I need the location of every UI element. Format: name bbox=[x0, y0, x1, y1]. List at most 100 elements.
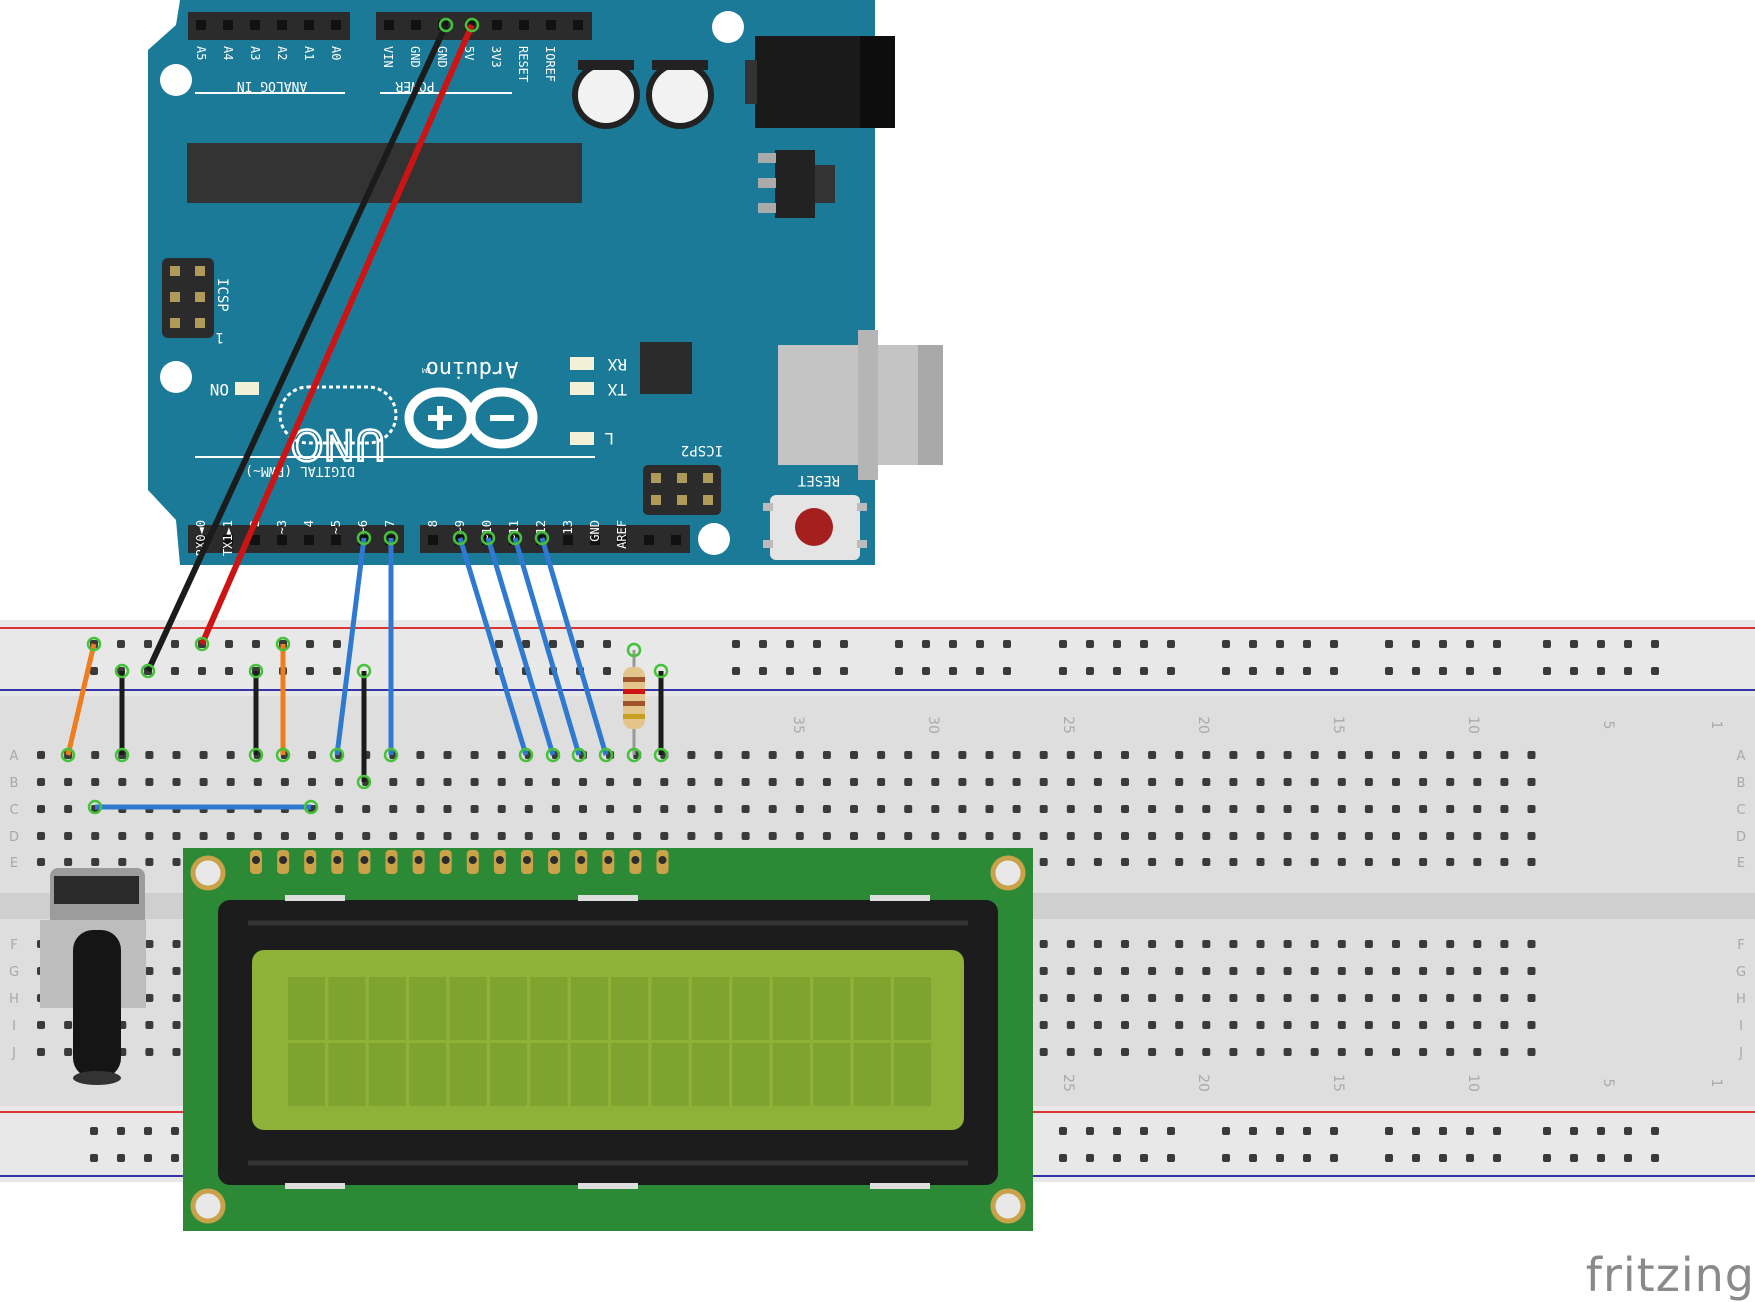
breadboard-hole bbox=[1229, 858, 1238, 866]
rail-hole bbox=[1651, 667, 1659, 675]
breadboard-hole bbox=[37, 778, 45, 786]
rail-hole bbox=[1167, 1127, 1175, 1135]
breadboard-hole bbox=[985, 751, 994, 759]
breadboard-hole bbox=[1473, 1021, 1482, 1029]
breadboard-hole bbox=[1148, 832, 1157, 840]
breadboard-hole bbox=[1446, 1048, 1455, 1056]
breadboard-hole bbox=[1310, 1048, 1319, 1056]
breadboard-hole bbox=[1121, 832, 1129, 840]
breadboard-hole bbox=[904, 805, 913, 813]
header-pin bbox=[411, 20, 421, 30]
breadboard-hole bbox=[1093, 832, 1102, 840]
analog-header bbox=[188, 12, 350, 40]
breadboard-hole bbox=[1283, 832, 1292, 840]
wire-end bbox=[626, 747, 642, 763]
breadboard-hole bbox=[714, 832, 723, 840]
rail-hole bbox=[1651, 1127, 1659, 1135]
row-letter: D bbox=[1736, 830, 1746, 845]
rail-hole bbox=[144, 1127, 152, 1135]
arduino-brand: Arduino bbox=[426, 356, 519, 381]
breadboard-hole bbox=[1337, 1021, 1346, 1029]
breadboard-hole bbox=[1148, 805, 1157, 813]
breadboard-hole bbox=[1256, 940, 1265, 948]
breadboard-hole bbox=[1012, 751, 1021, 759]
breadboard-hole bbox=[1066, 858, 1075, 866]
breadboard-hole bbox=[1012, 832, 1021, 840]
breadboard-hole bbox=[1256, 805, 1265, 813]
breadboard-hole bbox=[1039, 1021, 1048, 1029]
breadboard-hole bbox=[1229, 994, 1238, 1002]
breadboard-hole bbox=[1039, 994, 1048, 1002]
header-pin bbox=[428, 535, 438, 545]
breadboard-hole bbox=[904, 751, 913, 759]
rail-hole bbox=[732, 640, 740, 648]
breadboard-hole bbox=[497, 751, 506, 759]
breadboard-hole bbox=[389, 832, 398, 840]
rail-hole bbox=[603, 667, 611, 675]
breadboard-hole bbox=[1229, 832, 1238, 840]
wire-end bbox=[507, 530, 523, 546]
lcd-clip bbox=[870, 895, 930, 901]
breadboard-hole bbox=[687, 751, 696, 759]
breadboard-hole bbox=[1527, 751, 1536, 759]
rail-hole bbox=[117, 640, 125, 648]
breadboard-hole bbox=[362, 832, 371, 840]
row-letter: A bbox=[1737, 749, 1746, 764]
lcd-char-cell bbox=[853, 1043, 891, 1106]
breadboard-hole bbox=[1175, 967, 1184, 975]
breadboard-hole bbox=[1337, 967, 1346, 975]
breadboard-hole bbox=[253, 778, 262, 786]
breadboard-hole bbox=[1419, 967, 1428, 975]
rail-hole bbox=[603, 640, 611, 648]
breadboard-hole bbox=[416, 778, 425, 786]
breadboard-hole bbox=[1527, 967, 1536, 975]
breadboard-hole bbox=[1229, 940, 1238, 948]
breadboard-hole bbox=[1175, 1048, 1184, 1056]
wire-end bbox=[383, 747, 399, 763]
breadboard-hole bbox=[226, 832, 235, 840]
breadboard-hole bbox=[1175, 858, 1184, 866]
breadboard-hole bbox=[1419, 994, 1428, 1002]
breadboard-hole bbox=[1473, 751, 1482, 759]
breadboard-hole bbox=[1202, 751, 1211, 759]
rail-hole bbox=[1624, 667, 1632, 675]
breadboard-hole bbox=[1337, 805, 1346, 813]
breadboard-hole bbox=[1175, 805, 1184, 813]
pin-label: A0 bbox=[329, 46, 343, 60]
breadboard-hole bbox=[768, 805, 777, 813]
rail-hole bbox=[1276, 640, 1284, 648]
lcd-mount-hole bbox=[190, 855, 226, 891]
header-pin bbox=[671, 535, 681, 545]
rail-hole bbox=[1222, 1127, 1230, 1135]
rail-hole bbox=[1303, 640, 1311, 648]
wire-end bbox=[248, 747, 264, 763]
breadboard-hole bbox=[1012, 778, 1021, 786]
pin-label: TX1►1 bbox=[221, 520, 235, 556]
mount-hole bbox=[160, 361, 192, 393]
on-led bbox=[235, 382, 259, 395]
breadboard-hole bbox=[64, 1021, 73, 1029]
lcd-char-cell bbox=[772, 977, 810, 1040]
wire-end bbox=[356, 663, 372, 679]
rail-hole bbox=[1303, 1127, 1311, 1135]
lcd-char-cell bbox=[328, 1043, 366, 1106]
rail-hole bbox=[1570, 640, 1578, 648]
pin-label: A1 bbox=[302, 46, 316, 60]
breadboard-hole bbox=[1310, 994, 1319, 1002]
pin-label: 4 bbox=[302, 520, 316, 527]
pin-label: 7 bbox=[383, 520, 397, 527]
row-letter: C bbox=[1736, 803, 1745, 818]
breadboard-hole bbox=[172, 858, 181, 866]
row-letter: J bbox=[11, 1046, 16, 1061]
breadboard-hole bbox=[1364, 1021, 1373, 1029]
breadboard-hole bbox=[822, 805, 831, 813]
header-pin bbox=[590, 535, 600, 545]
breadboard-hole bbox=[1039, 751, 1048, 759]
rail-hole bbox=[1140, 667, 1148, 675]
lcd-char-cell bbox=[288, 1043, 325, 1106]
breadboard-hole bbox=[1093, 1021, 1102, 1029]
breadboard-hole bbox=[1175, 994, 1184, 1002]
breadboard-hole bbox=[37, 832, 45, 840]
wire-end bbox=[383, 530, 399, 546]
breadboard-hole bbox=[199, 778, 208, 786]
